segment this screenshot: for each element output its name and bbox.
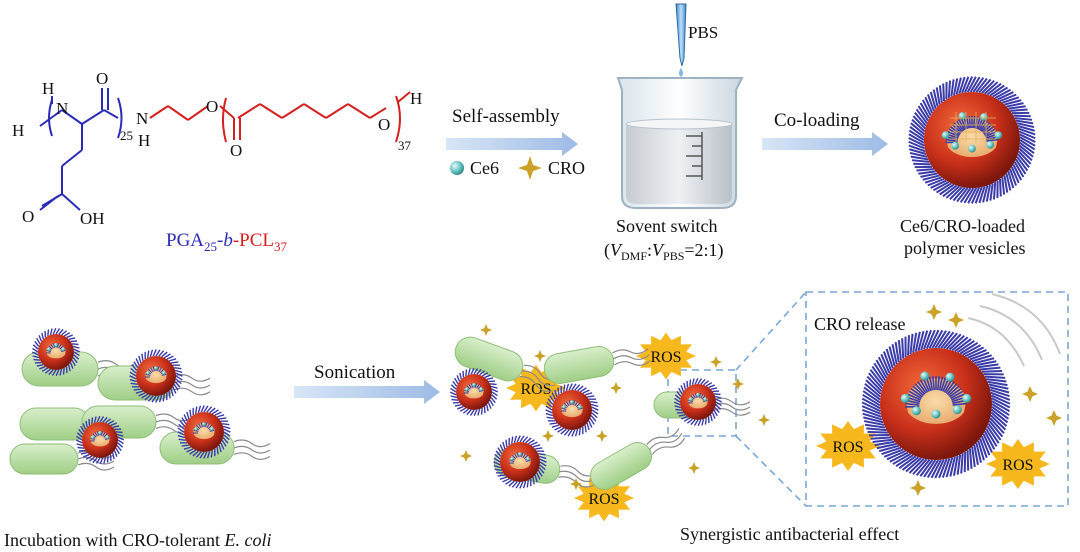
ros-label-4: ROS: [832, 439, 863, 456]
cro-sparkle-4: [542, 430, 554, 442]
vesicle-small-7: [493, 435, 547, 489]
arrow-self-assembly: [446, 132, 578, 156]
polymer-dash-1: -: [217, 230, 223, 251]
incubation-text: Incubation with CRO-tolerant: [4, 530, 224, 550]
label-sonication: Sonication: [314, 362, 396, 383]
loaded-vesicle: [908, 76, 1036, 204]
subscript-25: 25: [120, 128, 133, 143]
solvent-colon: :: [647, 240, 652, 260]
polymer-pga: PGA: [166, 230, 204, 251]
solvent-ratio-value: =2:1): [684, 240, 723, 261]
atom-n-right: N: [136, 109, 148, 128]
atom-h-top: H: [42, 79, 54, 98]
beaker: [616, 3, 744, 209]
incubation-ecoli: E. coli: [223, 530, 271, 550]
ros-label-1: ROS: [520, 381, 551, 398]
ros-burst-icon: [816, 421, 880, 471]
vesicle-small-2: [129, 349, 183, 403]
label-co-loading: Co-loading: [774, 110, 860, 131]
polymer-pga-sub: 25: [204, 239, 217, 254]
cro-sparkle-6: [688, 462, 700, 474]
ros-burst-icon: [986, 439, 1050, 489]
cro-sparkle-3: [596, 430, 608, 442]
ros-burst-icon: [506, 364, 566, 412]
polymer-pcl: PCL: [239, 230, 274, 251]
atom-h-left: H: [12, 121, 24, 140]
vesicle-zoomed: [861, 329, 1011, 479]
label-pbs: PBS: [688, 23, 718, 42]
label-self-assembly: Self-assembly: [452, 106, 560, 127]
atom-n-top: N: [56, 99, 68, 118]
cro-sparkle-2: [610, 382, 622, 394]
cro-sparkle-9: [732, 378, 744, 390]
bacterium-broken-2: [543, 346, 651, 384]
drug-lattice: [950, 112, 996, 142]
solvent-line1: Sovent switch: [616, 216, 718, 236]
solvent-v1: V: [610, 240, 623, 260]
atom-o-mid: O: [206, 97, 218, 116]
bacterium-5: [9, 443, 115, 475]
solvent-ratio: (VDMF:VPBS=2:1): [604, 240, 724, 263]
polymer-b: b: [223, 230, 233, 251]
solvent-v1-sub: DMF: [621, 249, 647, 263]
cro-sparkle-5: [460, 450, 472, 462]
cro-release-sparkle-1: [926, 304, 942, 320]
ros-burst-icon: [636, 332, 696, 380]
droplet-icon: [679, 68, 683, 77]
arrow-sonication: [294, 380, 440, 404]
atom-o-carbonyl: O: [230, 141, 242, 160]
cro-release-sparkle-4: [1022, 386, 1038, 402]
vesicle-small-4: [177, 405, 231, 459]
vesicle-small-6: [545, 383, 599, 437]
polymer-dash-2: -: [233, 230, 239, 251]
legend-ce6: Ce6: [470, 158, 499, 178]
sound-wave-icon: [967, 293, 1061, 367]
cro-sparkle-1: [534, 350, 546, 362]
ros-label-5: ROS: [1002, 457, 1033, 474]
polymer-name: PGA25-b-PCL37: [166, 230, 288, 254]
label-cro-release: CRO release: [814, 314, 905, 334]
atom-o-top: O: [96, 69, 108, 88]
legend-cro: CRO: [548, 158, 585, 178]
cro-sparkle-icon: [518, 156, 542, 180]
ros-label-3: ROS: [588, 491, 619, 508]
ce6-ball-icon: [450, 161, 464, 175]
atom-o-acid: O: [22, 207, 34, 226]
label-synergy: Synergistic antibacterial effect: [680, 524, 899, 544]
cro-release-sparkle-2: [1046, 410, 1062, 426]
ros-burst-icon: [574, 474, 634, 522]
atom-h-bottom: H: [138, 131, 150, 150]
atom-o-end: O: [378, 115, 390, 134]
cro-release-sparkle-5: [948, 312, 964, 328]
atom-oh-acid: OH: [80, 209, 105, 228]
cro-sparkle-11: [480, 324, 492, 336]
vesicle-small-5: [449, 367, 499, 417]
vesicle-small-8: [673, 377, 723, 427]
chemical-structure: H N O H N H 25 O O O H 37 O OH: [12, 69, 422, 228]
product-line2: polymer vesicles: [904, 238, 1025, 258]
solvent-v2: V: [652, 240, 665, 260]
vesicle-small-3: [75, 415, 125, 465]
cro-sparkle-7: [570, 478, 582, 490]
pipette-icon: [675, 3, 687, 67]
solvent-paren: (: [604, 240, 610, 261]
label-incubation: Incubation with CRO-tolerant E. coli: [4, 530, 271, 550]
cro-sparkle-10: [758, 414, 770, 426]
ros-label-2: ROS: [650, 349, 681, 366]
atom-h-end: H: [410, 89, 422, 108]
ros-group: ROS ROS ROS ROS ROS: [520, 349, 1033, 508]
cro-sparkle-8: [710, 356, 722, 368]
polymer-pcl-sub: 37: [274, 239, 288, 254]
vesicle-small-1: [31, 327, 81, 377]
subscript-37: 37: [398, 138, 412, 153]
arrow-co-loading: [762, 132, 888, 156]
cro-release-sparkle-3: [910, 480, 926, 496]
product-line1: Ce6/CRO-loaded: [900, 216, 1025, 236]
bacterium-broken-4: [590, 428, 686, 490]
solvent-v2-sub: PBS: [663, 249, 684, 263]
